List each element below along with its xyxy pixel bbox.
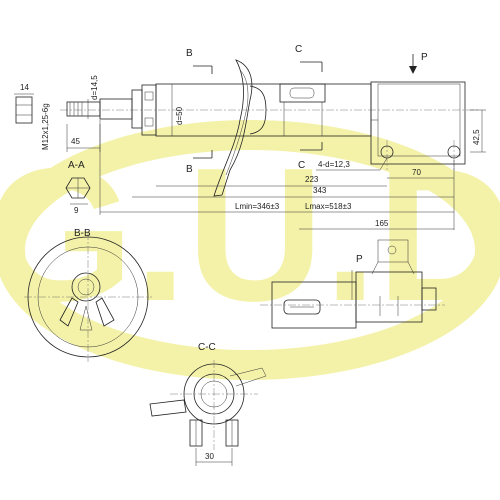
dim-thread: M12x1,25-6g: [41, 103, 50, 150]
dim-cc-width: 30: [205, 452, 214, 461]
dim-hole-spacing: 70: [412, 168, 421, 177]
section-c-c: C-C 30: [149, 342, 267, 466]
dim-165: 165: [375, 219, 389, 228]
section-b-b-title: B-B: [74, 228, 91, 239]
dim-aa-width: 9: [74, 206, 79, 215]
dim-lmax: Lmax=518±3: [305, 202, 352, 211]
section-c-c-title: C-C: [198, 342, 216, 353]
dim-body-diameter: d=50: [175, 106, 184, 125]
dim-rod-diameter: d=14,5: [90, 75, 99, 100]
section-marker-b-top: B: [186, 48, 193, 59]
section-marker-c-top: C: [295, 44, 302, 55]
section-a-a: A-A 9: [65, 160, 91, 215]
dim-lmin: Lmin=346±3: [235, 202, 280, 211]
section-marker-b-bottom: B: [186, 164, 193, 175]
dim-rod-length: 45: [71, 137, 80, 146]
dim-343: 343: [313, 186, 327, 195]
dim-top-width: 14: [20, 83, 29, 92]
section-a-a-title: A-A: [68, 160, 85, 171]
main-view: B B C C P 14 M12x1,25-6g d=14,5 d=50 45: [14, 44, 486, 230]
section-b-b: B-B: [24, 228, 152, 362]
dim-hole-diameter: 4-d=12,3: [318, 160, 350, 169]
section-marker-c-bottom: C: [298, 160, 305, 171]
dim-height: 42,5: [472, 129, 481, 145]
view-p-title: P: [356, 254, 363, 265]
dim-223: 223: [305, 175, 319, 184]
view-marker-p: P: [421, 52, 428, 63]
view-p: P: [260, 239, 445, 329]
